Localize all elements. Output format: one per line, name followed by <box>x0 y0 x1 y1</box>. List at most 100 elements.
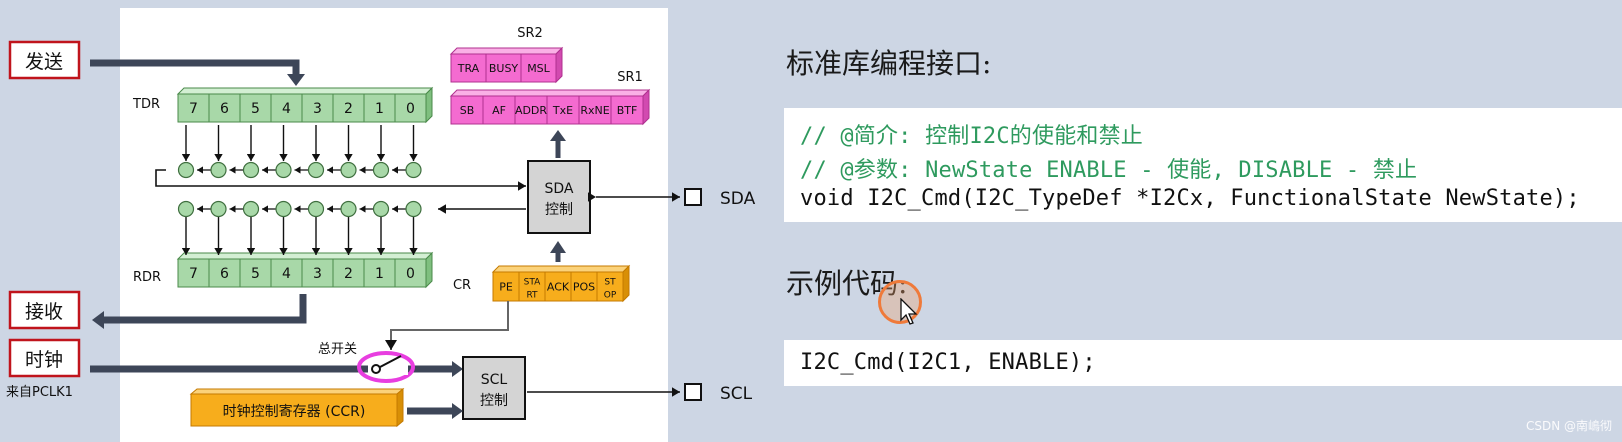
shift-bit <box>210 125 248 179</box>
rdr-cell: 6 <box>208 258 241 288</box>
cr-cell: ACK <box>544 271 572 302</box>
shift-bit <box>275 200 313 255</box>
tdr-cell: 4 <box>270 93 303 123</box>
sr2-label: SR2 <box>517 26 543 41</box>
sda-ctrl-line1: SDA <box>545 181 574 197</box>
ccr-label: 时钟控制寄存器 (CCR) <box>223 403 366 420</box>
shift-bit <box>242 125 280 179</box>
status-arrow <box>550 130 566 141</box>
sr1-bit-label: TxE <box>552 104 573 117</box>
rdr-cell: 1 <box>363 258 396 288</box>
cr-bit-label: RT <box>526 291 538 301</box>
cr-bit-label: STA <box>524 278 542 288</box>
clock-box: 时钟 <box>8 338 81 378</box>
sr2-register: TRA BUSY MSL <box>449 46 564 84</box>
rdr-bit-label: 6 <box>220 266 229 282</box>
rdr-bit-label: 2 <box>344 266 353 282</box>
sr1-cell: AF <box>482 95 516 125</box>
cursor-highlight <box>878 280 922 324</box>
sr2-bit-label: MSL <box>527 62 550 75</box>
api-signature: void I2C_Cmd(I2C_TypeDef *I2Cx, Function… <box>800 186 1580 211</box>
tdr-bit-label: 4 <box>282 101 291 117</box>
tdr-cell: 0 <box>394 93 427 123</box>
clock-source-label: 来自PCLK1 <box>6 385 73 400</box>
rdr-cell: 0 <box>394 258 427 288</box>
rdr-cell: 2 <box>332 258 365 288</box>
api-comment-params: // @参数: NewState ENABLE - 使能, DISABLE - … <box>800 158 1418 183</box>
rdr-cell: 4 <box>270 258 303 288</box>
sr1-cell: TxE <box>546 95 580 125</box>
shift-bit <box>340 125 378 179</box>
cr-cell: POS <box>570 271 598 302</box>
tdr-cell: 3 <box>301 93 334 123</box>
shift-bit <box>405 200 422 255</box>
tdr-cell: 1 <box>363 93 396 123</box>
shift-bit <box>177 125 215 179</box>
sr1-bit-label: BTF <box>617 104 638 117</box>
shift-bit <box>405 125 422 179</box>
master-switch-label: 总开关 <box>318 342 357 357</box>
rdr-bit-label: 7 <box>189 266 198 282</box>
rdr-bit-label: 5 <box>251 266 260 282</box>
shift-bit <box>307 200 345 255</box>
cr-label: CR <box>453 278 471 293</box>
sr2-cell: TRA <box>450 53 487 83</box>
master-switch-highlight <box>357 351 415 383</box>
rdr-cell: 3 <box>301 258 334 288</box>
tdr-bit-label: 7 <box>189 101 198 117</box>
tdr-bit-label: 1 <box>375 101 384 117</box>
tdr-bit-label: 6 <box>220 101 229 117</box>
control-arrow <box>550 241 566 253</box>
sda-ctrl-line2: 控制 <box>545 202 573 218</box>
tdr-bit-label: 2 <box>344 101 353 117</box>
rdr-cell: 5 <box>239 258 272 288</box>
cr-bit-label: ACK <box>547 280 570 293</box>
sr1-cell: SB <box>450 95 484 125</box>
ccr-register: 时钟控制寄存器 (CCR) <box>189 387 405 428</box>
receive-arrow <box>100 294 307 324</box>
scl-pin <box>684 383 702 401</box>
example-code: I2C_Cmd(I2C1, ENABLE); <box>800 350 1096 375</box>
sda-pin <box>684 188 702 206</box>
tx-shift-register <box>177 125 422 179</box>
tdr-cell: 7 <box>177 93 210 123</box>
example-code-block: I2C_Cmd(I2C1, ENABLE); <box>784 340 1622 386</box>
sda-pin-label: SDA <box>720 189 756 209</box>
pe-to-switch-line <box>385 301 509 350</box>
rdr-bit-label: 3 <box>313 266 322 282</box>
tdr-cell: 2 <box>332 93 365 123</box>
cr-bit-label: OP <box>604 291 617 301</box>
send-label: 发送 <box>25 51 63 73</box>
tdr-bit-label: 0 <box>406 101 415 117</box>
scl-ctrl-line2: 控制 <box>480 393 508 409</box>
sr2-cell: MSL <box>520 53 557 83</box>
scl-control-box: SCL 控制 <box>462 356 526 420</box>
sr1-cell: BTF <box>610 95 644 125</box>
sr1-cell: RxNE <box>578 95 612 125</box>
api-heading: 标准库编程接口: <box>786 47 992 80</box>
rx-shift-register <box>177 200 422 255</box>
tdr-label: TDR <box>132 97 160 112</box>
sr2-bit-label: TRA <box>457 62 480 75</box>
rdr-bit-label: 0 <box>406 266 415 282</box>
scl-pin-label: SCL <box>720 384 753 404</box>
send-arrow <box>90 59 300 78</box>
cr-bit-label: PE <box>499 280 513 293</box>
sr1-label: SR1 <box>617 70 643 85</box>
cr-bit-label: POS <box>573 280 595 293</box>
tdr-cell: 5 <box>239 93 272 123</box>
cr-cell: PE <box>492 271 520 302</box>
receive-label: 接收 <box>25 301 63 323</box>
master-switch <box>371 364 381 374</box>
sr2-bit-label: BUSY <box>489 62 519 75</box>
sr2-cell: BUSY <box>485 53 522 83</box>
sr1-bit-label: SB <box>460 104 475 117</box>
rdr-bit-label: 4 <box>282 266 291 282</box>
tx-to-sda-line <box>155 169 526 191</box>
shift-bit <box>177 200 215 255</box>
tdr-bit-label: 3 <box>313 101 322 117</box>
